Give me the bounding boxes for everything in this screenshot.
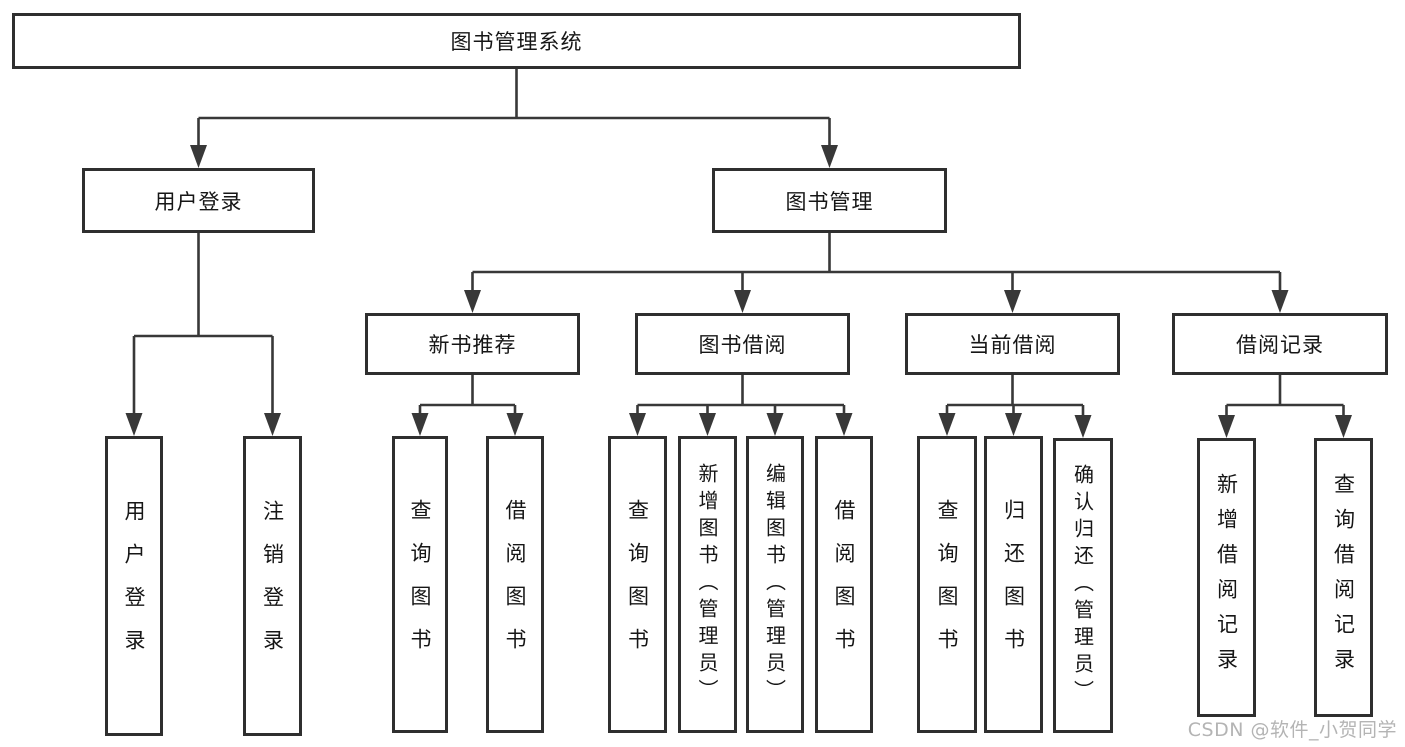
arrowheads [125, 145, 1352, 438]
leaf-query-borrow-record: 查询借阅记录 [1314, 438, 1373, 717]
leaf-add-book-admin: 新增图书（管理员） [678, 436, 737, 733]
leaf-recommend-query-book: 查询图书 [392, 436, 448, 733]
leaf-return-book: 归还图书 [984, 436, 1043, 733]
node-book-borrow: 图书借阅 [635, 313, 850, 375]
leaf-current-query-book: 查询图书 [917, 436, 977, 733]
leaf-confirm-return-admin: 确认归还（管理员） [1053, 438, 1113, 733]
node-root-system: 图书管理系统 [12, 13, 1021, 69]
tree-edges [132, 69, 1345, 422]
leaf-recommend-borrow-book: 借阅图书 [486, 436, 544, 733]
leaf-logout: 注销登录 [243, 436, 302, 736]
node-user-login-branch: 用户登录 [82, 168, 315, 233]
node-current-borrow: 当前借阅 [905, 313, 1120, 375]
csdn-watermark: CSDN @软件_小贺同学 [1187, 719, 1397, 741]
leaf-edit-book-admin: 编辑图书（管理员） [746, 436, 804, 733]
node-book-management-branch: 图书管理 [712, 168, 947, 233]
leaf-add-borrow-record: 新增借阅记录 [1197, 438, 1256, 717]
leaf-borrow-borrow-book: 借阅图书 [815, 436, 873, 733]
node-new-book-recommend: 新书推荐 [365, 313, 580, 375]
node-borrow-record: 借阅记录 [1172, 313, 1388, 375]
leaf-user-login: 用户登录 [105, 436, 163, 736]
leaf-borrow-query-book: 查询图书 [608, 436, 667, 733]
